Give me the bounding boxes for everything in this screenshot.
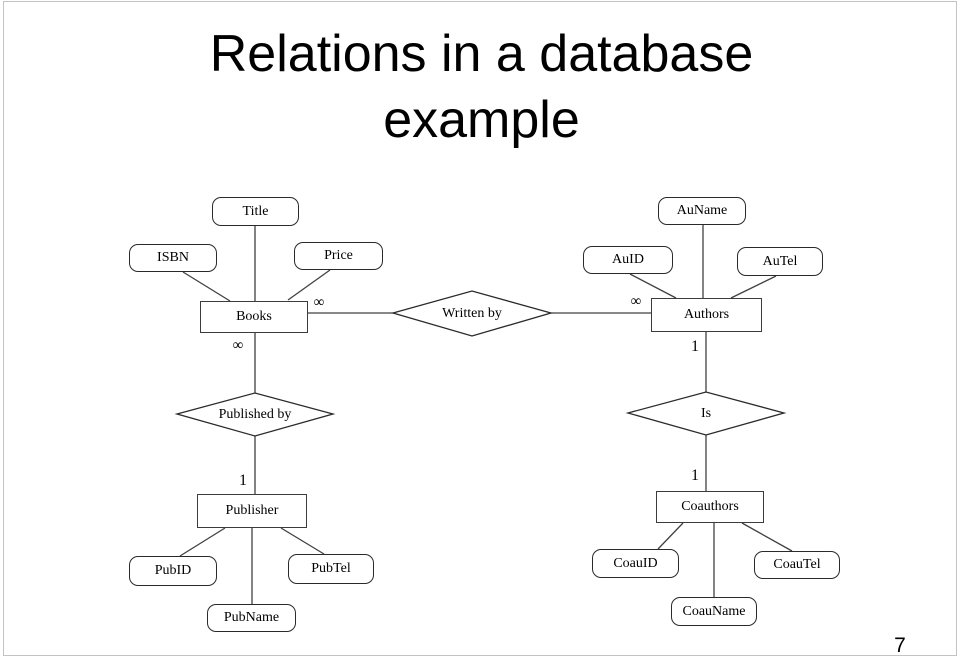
attribute-price: Price (294, 242, 383, 270)
attribute-pubid: PubID (129, 556, 217, 586)
page-number: 7 (894, 634, 906, 657)
slide-title: Relations in a database example (0, 21, 963, 153)
edge-autel-authors (730, 275, 777, 299)
edge-price-books (287, 269, 331, 301)
entity-books: Books (200, 301, 308, 333)
relationship-label-published-by: Published by (218, 407, 292, 422)
slide-title-line2: example (383, 91, 580, 149)
cardinality-authors-written-by: ∞ (630, 293, 642, 310)
attribute-title: Title (212, 197, 299, 226)
cardinality-books-written-by: ∞ (313, 294, 325, 311)
attribute-auname: AuName (658, 197, 746, 225)
relationship-diamond-published-by (174, 392, 336, 437)
cardinality-publisher-published-by: 1 (239, 472, 247, 489)
attribute-pubname: PubName (207, 604, 296, 632)
entity-authors: Authors (651, 298, 762, 332)
edge-coauthors-coautel (741, 522, 793, 552)
attribute-coautel: CoauTel (754, 551, 840, 579)
edge-publisher-pubid (179, 527, 226, 557)
edge-coauthors-coauid (657, 522, 684, 550)
cardinality-books-published-by: ∞ (232, 337, 244, 354)
cardinality-coauthors-is: 1 (691, 467, 699, 484)
edge-isbn-books (182, 271, 231, 302)
entity-publisher: Publisher (197, 494, 307, 528)
attribute-coauid: CoauID (592, 549, 679, 578)
attribute-pubtel: PubTel (288, 554, 374, 584)
slide-title-line1: Relations in a database (209, 25, 754, 83)
relationship-label-is: Is (700, 406, 712, 421)
relationship-label-written-by: Written by (442, 306, 502, 321)
attribute-autel: AuTel (737, 247, 823, 276)
attribute-coauname: CoauName (671, 597, 757, 626)
edge-publisher-pubtel (280, 527, 325, 555)
relationship-diamond-is (625, 391, 787, 436)
entity-coauthors: Coauthors (656, 491, 764, 523)
relationship-diamond-written-by (390, 290, 554, 337)
attribute-auid: AuID (583, 246, 673, 274)
attribute-isbn: ISBN (129, 244, 217, 272)
edge-auid-authors (629, 273, 677, 299)
cardinality-authors-is: 1 (691, 338, 699, 355)
